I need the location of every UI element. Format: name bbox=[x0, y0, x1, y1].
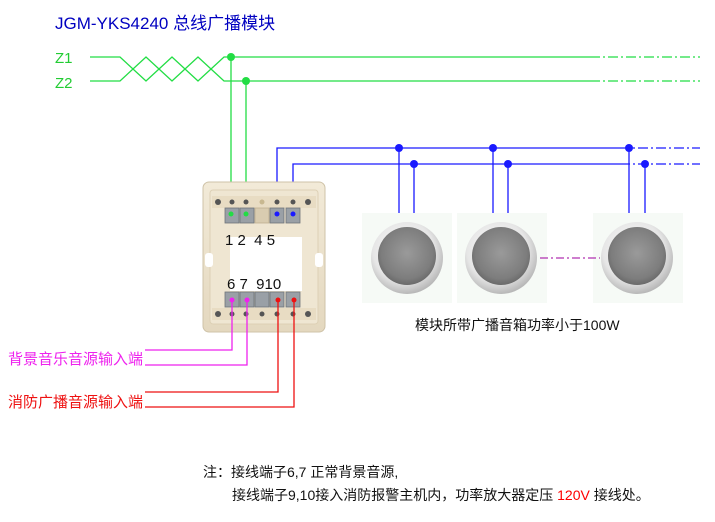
note-line2-b: 接线处。 bbox=[590, 487, 650, 503]
top-terminal-numbers: 1 2 4 5 bbox=[225, 232, 275, 249]
speaker-2 bbox=[457, 213, 547, 303]
background-music-input-label: 背景音乐音源输入端 bbox=[8, 351, 143, 368]
bottom-terminal-numbers: 6 7 910 bbox=[227, 276, 281, 293]
terminal-markers bbox=[228, 211, 297, 303]
note-prefix: 注： bbox=[203, 464, 231, 480]
background-music-wires bbox=[145, 300, 248, 366]
broadcast-module bbox=[202, 181, 326, 333]
z2-label: Z2 bbox=[55, 75, 73, 92]
note-line-2: 接线端子9,10接入消防报警主机内，功率放大器定压 120V 接线处。 bbox=[232, 487, 650, 503]
speaker-junction-dots bbox=[395, 144, 649, 168]
note-voltage: 120V bbox=[557, 487, 590, 503]
bus-twisted-pair bbox=[90, 56, 700, 208]
speaker-power-caption: 模块所带广播音箱功率小于100W bbox=[415, 317, 620, 333]
speaker-1 bbox=[362, 213, 452, 303]
note-line-1: 注：接线端子6,7 正常背景音源, bbox=[203, 464, 398, 480]
fire-broadcast-input-label: 消防广播音源输入端 bbox=[8, 394, 143, 411]
speaker-3 bbox=[593, 213, 683, 303]
fire-broadcast-wires bbox=[145, 300, 295, 408]
bus-junction-dots bbox=[227, 53, 250, 85]
z1-label: Z1 bbox=[55, 50, 73, 67]
diagram-title: JGM-YKS4240 总线广播模块 bbox=[55, 14, 275, 33]
note-line2-a: 接线端子9,10接入消防报警主机内，功率放大器定压 bbox=[232, 487, 557, 503]
note-line1-text: 接线端子6,7 正常背景音源, bbox=[231, 464, 398, 480]
